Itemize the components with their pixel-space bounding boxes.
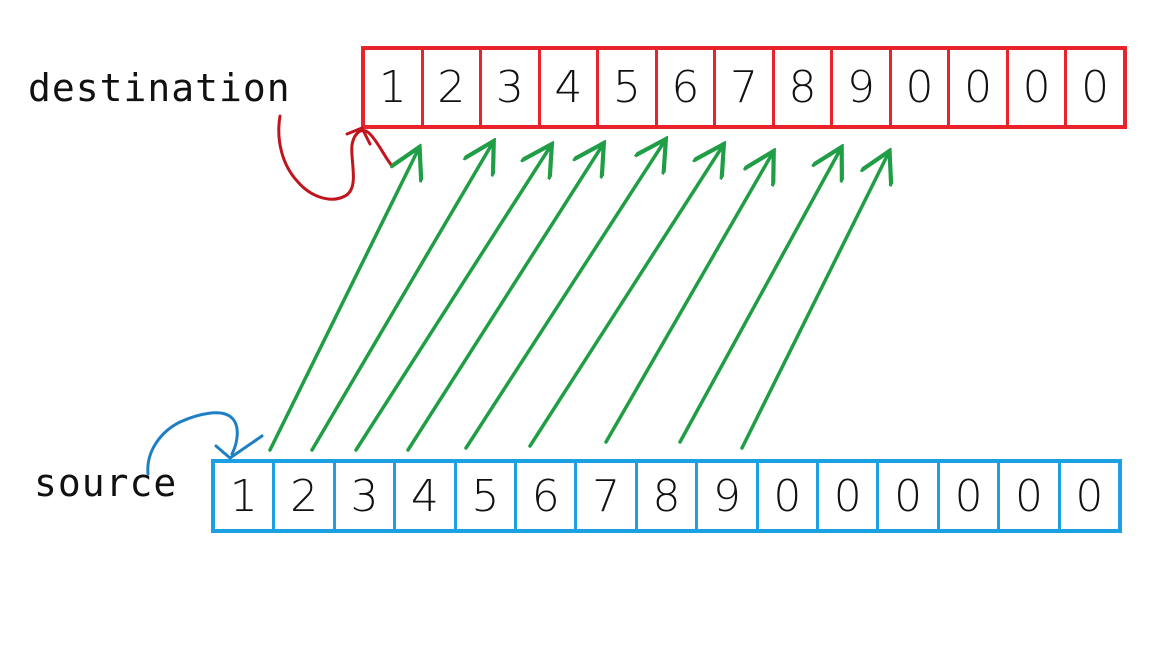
destination-cell: 9	[833, 50, 892, 125]
source-cell: 0	[1000, 463, 1061, 529]
copy-arrow-6	[528, 147, 722, 448]
source-cell: 1	[215, 463, 276, 529]
source-cell: 0	[940, 463, 1001, 529]
copy-arrow-3	[354, 147, 550, 452]
source-pointer-head-icon	[214, 434, 264, 460]
source-cell: 7	[577, 463, 638, 529]
destination-cell: 1	[365, 50, 424, 125]
copy-arrow-7	[604, 154, 772, 444]
destination-cell: 7	[716, 50, 775, 125]
destination-label: destination	[28, 66, 291, 110]
destination-pointer-head-icon	[345, 126, 372, 146]
copy-arrow-2	[310, 144, 492, 452]
destination-cell: 4	[541, 50, 600, 125]
destination-cell: 6	[658, 50, 717, 125]
copy-arrow-1	[268, 150, 418, 452]
source-cell: 6	[517, 463, 578, 529]
destination-cell: 0	[892, 50, 951, 125]
source-label: source	[34, 461, 178, 505]
copy-arrows	[268, 142, 888, 452]
source-cell: 2	[275, 463, 336, 529]
copy-arrow-5	[464, 142, 664, 450]
source-cell: 0	[1075, 470, 1104, 522]
source-cell: 8	[638, 463, 699, 529]
destination-cell: 0	[1081, 62, 1110, 113]
source-cell: 4	[396, 463, 457, 529]
destination-cell: 0	[950, 50, 1009, 125]
source-cell: 0	[819, 463, 880, 529]
destination-cell: 8	[775, 50, 834, 125]
copy-arrow-9	[740, 154, 888, 450]
copy-arrow-8	[678, 150, 840, 444]
destination-cell: 2	[424, 50, 483, 125]
copy-arrow-4	[406, 146, 602, 452]
source-cell: 5	[457, 463, 518, 529]
source-cell: 0	[759, 463, 820, 529]
source-cell: 9	[698, 463, 759, 529]
source-cell: 3	[336, 463, 397, 529]
destination-cell: 0	[1009, 50, 1068, 125]
source-cell: 0	[879, 463, 940, 529]
destination-cell: 3	[482, 50, 541, 125]
destination-cell: 5	[599, 50, 658, 125]
